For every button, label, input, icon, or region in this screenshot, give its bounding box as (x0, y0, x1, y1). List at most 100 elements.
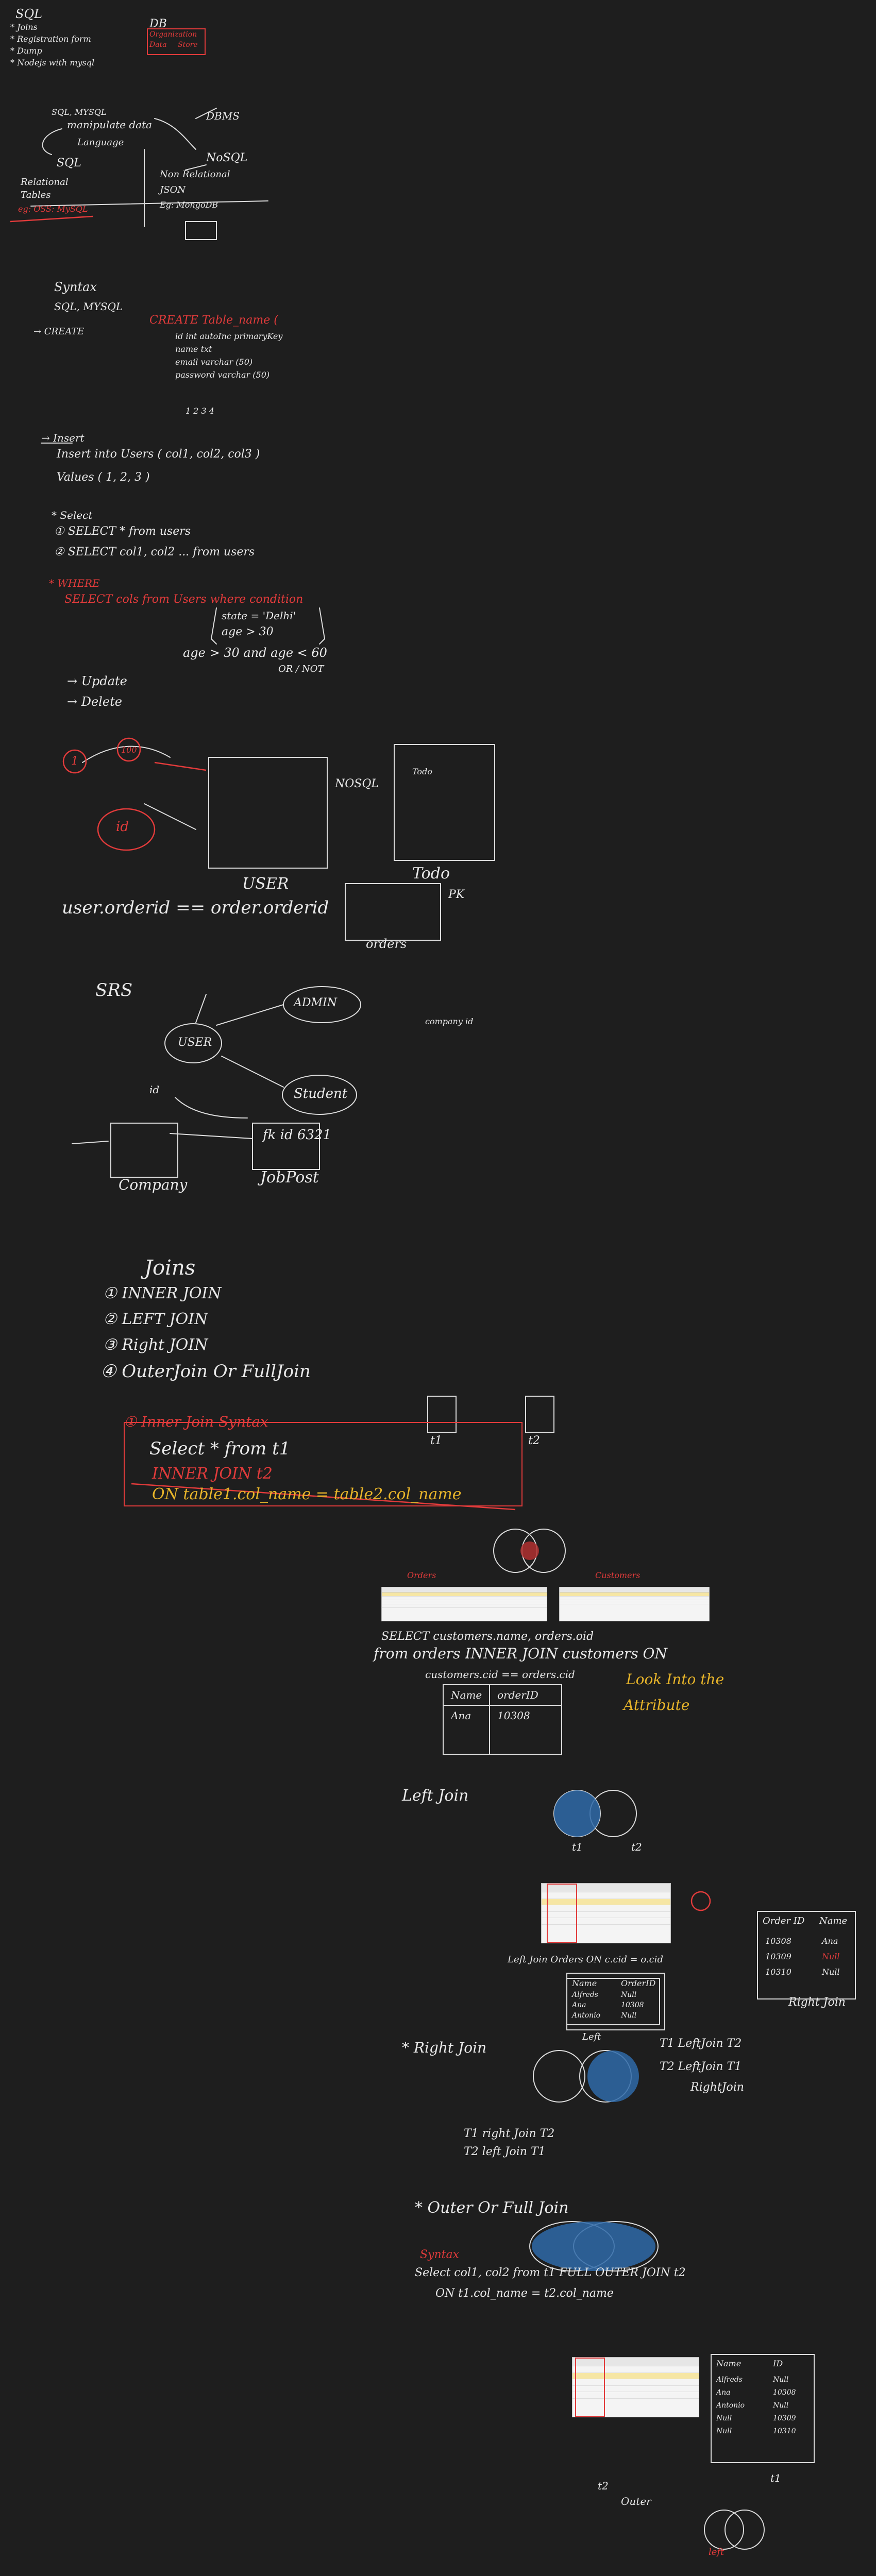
red-circle (116, 737, 141, 762)
customers-tab-label: Customers (595, 1570, 641, 1580)
create-label: → CREATE (33, 326, 85, 337)
srs-admin: ADMIN (294, 996, 337, 1009)
left-col-head: Name (572, 1978, 597, 1988)
full-fill (532, 2222, 655, 2271)
arrow (154, 118, 196, 150)
joins-title: Joins (144, 1256, 196, 1280)
final-cell: Null (773, 2401, 789, 2410)
left-query: Left Join Orders ON c.cid = o.cid (508, 1954, 663, 1965)
result-cell: 10308 (497, 1709, 530, 1722)
srs-company: Company (119, 1176, 188, 1193)
orders-label: orders (366, 937, 407, 951)
left-red-caption: left (709, 2547, 725, 2557)
company-box (110, 1123, 178, 1178)
t2-label: t2 (528, 1434, 540, 1447)
arrow (144, 803, 196, 830)
sql-title: SQL (15, 7, 43, 21)
select-label: * Select (52, 509, 93, 521)
arrow (82, 745, 171, 763)
where-cmd: SELECT cols from Users where condition (64, 593, 304, 606)
join-item: ③ Right JOIN (103, 1336, 208, 1354)
final-cell: Antonio (716, 2401, 745, 2410)
one-label: 1 (71, 755, 78, 768)
db-item: Store (178, 41, 198, 49)
customers-table-screenshot (559, 1587, 710, 1621)
field-row: id int autoInc primaryKey (175, 331, 283, 341)
red-ellipse (97, 808, 156, 851)
jobpost-box (252, 1123, 320, 1170)
divider-line (30, 200, 268, 207)
right-note: T2 LeftJoin T1 (660, 2060, 742, 2073)
srs-jobpost: JobPost (260, 1168, 319, 1187)
cond-age: age > 30 (222, 625, 274, 638)
inner-query-3: customers.cid == orders.cid (425, 1668, 575, 1681)
srs-id: id (149, 1083, 160, 1096)
rt-head: Order ID (763, 1916, 805, 1926)
right-note: RightJoin (690, 2081, 744, 2094)
mini-table (427, 1396, 457, 1433)
red-dot (690, 1891, 711, 1911)
rt-cell: 10308 (765, 1936, 791, 1946)
srs-title: SRS (95, 980, 133, 1001)
result-cell: Ana (451, 1709, 471, 1722)
attribute-note: Attribute (624, 1697, 690, 1714)
venn-t1: t1 (572, 1841, 583, 1853)
join-item: ① INNER JOIN (103, 1284, 222, 1302)
left-fill (554, 1790, 600, 1837)
syntax-title: Syntax (54, 280, 97, 294)
left-cell: Alfreds (572, 1991, 598, 1999)
outer-syntax-label: Syntax (420, 2248, 460, 2261)
result-head-name: Name (451, 1689, 482, 1701)
red-underline (10, 215, 93, 223)
left-join-screenshot (541, 1883, 671, 1943)
srs-company-id: company id (425, 1016, 474, 1026)
final-head: ID (773, 2359, 783, 2368)
relational-label: Relational (21, 177, 69, 188)
db-box (147, 28, 206, 55)
many-label: 100 (121, 745, 137, 755)
arrow (42, 128, 62, 155)
join-item: ② LEFT JOIN (103, 1310, 208, 1328)
red-underline (131, 1483, 516, 1511)
non-relational-label: Non Relational (160, 169, 230, 180)
tables-label: Tables (21, 190, 51, 200)
red-circle (62, 749, 87, 774)
arrow (170, 1133, 253, 1139)
outer-query-1: Select col1, col2 from t1 FULL OUTER JOI… (415, 2266, 686, 2279)
todo-note: Todo (412, 767, 432, 776)
venn-circle (725, 2510, 765, 2550)
outer-query-2: ON t1.col_name = t2.col_name (435, 2287, 614, 2300)
orders-table-screenshot (381, 1587, 547, 1621)
final-cell: Ana (716, 2388, 731, 2397)
insert-cmd: Insert into Users ( col1, col2, col3 ) (57, 448, 260, 461)
final-cell: Null (716, 2414, 732, 2422)
final-cell: 10308 (773, 2388, 796, 2397)
manipulate-label: manipulate data (67, 118, 153, 131)
eg-mysql: eg: OSS: MySQL (18, 204, 88, 214)
values-cmd: Values ( 1, 2, 3 ) (57, 471, 150, 484)
language-label: Language (77, 137, 124, 148)
outer-caption: Outer (621, 2495, 651, 2507)
user-label: USER (242, 875, 289, 893)
left-cell: Antonio (572, 2011, 601, 2020)
field-row: name txt (175, 344, 212, 354)
bracket (319, 607, 326, 645)
venn-circle (704, 2510, 744, 2550)
select-cols: ② SELECT col1, col2 ... from users (54, 546, 255, 558)
left-cell: 10308 (621, 2001, 644, 2009)
equiv-2: T2 left Join T1 (464, 2145, 546, 2158)
arrow (72, 1141, 109, 1144)
rt-cell: Ana (822, 1936, 838, 1946)
arrow (216, 1004, 284, 1026)
final-cell: 10309 (773, 2414, 796, 2422)
pk-label: PK (448, 888, 465, 901)
rt-cell: Null (822, 1952, 840, 1961)
syntax-sub: SQL, MYSQL (54, 300, 123, 313)
look-note: Look Into the (626, 1671, 725, 1688)
db-item: Data (149, 41, 167, 49)
index-nums: 1 2 3 4 (186, 406, 214, 416)
insert-label: → Insert (41, 432, 85, 444)
create-cmd: CREATE Table_name ( (149, 314, 278, 327)
bracket (210, 607, 217, 645)
bullet-nodejs: * Nodejs with mysql (10, 58, 95, 67)
